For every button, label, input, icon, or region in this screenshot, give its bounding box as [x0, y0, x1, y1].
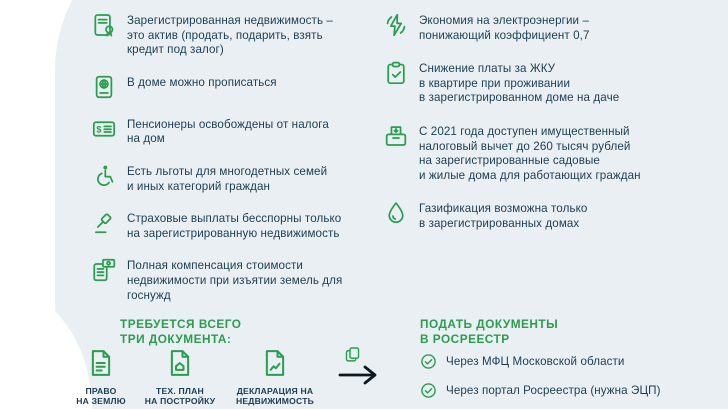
benefit-text: Снижение платы за ЖКУ в квартире при про… — [419, 62, 620, 105]
benefit-text: Страховые выплаты бесспорны только на за… — [127, 212, 342, 240]
document-item: ПРАВО НА ЗЕМЛЮ — [70, 348, 132, 406]
benefit-item: Газификация возможна только в зарегистри… — [383, 201, 699, 231]
benefits-column-right: Экономия на электроэнергии – понижающий … — [383, 13, 699, 250]
submit-heading: ПОДАТЬ ДОКУМЕНТЫ В РОСРЕЕСТР — [420, 317, 559, 346]
benefit-text: С 2021 года доступен имущественный налог… — [419, 124, 641, 182]
energy-saving-icon — [383, 12, 409, 38]
benefit-item: Страховые выплаты бесспорны только на за… — [91, 211, 379, 241]
declaration-document-icon — [260, 348, 290, 378]
check-circle-icon — [420, 353, 437, 370]
benefit-text: В доме можно прописаться — [127, 75, 277, 89]
benefits-column-left: Зарегистрированная недвижимость – это ак… — [91, 13, 379, 320]
tax-deduction-box-icon — [383, 123, 409, 149]
tax-exemption-icon: $ — [91, 116, 117, 142]
benefit-text: Экономия на электроэнергии – понижающий … — [419, 14, 590, 42]
copy-documents-icon — [344, 346, 361, 363]
benefit-text: Пенсионеры освобождены от налога на дом — [127, 117, 329, 146]
benefit-item: Экономия на электроэнергии – понижающий … — [383, 13, 699, 43]
check-circle-icon — [420, 382, 437, 399]
background-panel — [55, 0, 728, 409]
benefit-item: Есть льготы для многодетных семей и иных… — [91, 164, 379, 194]
benefit-text: Зарегистрированная недвижимость – это ак… — [127, 14, 333, 57]
documents-row: ПРАВО НА ЗЕМЛЮ ТЕХ. ПЛАН НА ПОСТРОЙКУ — [70, 348, 322, 406]
document-item: ДЕКЛАРАЦИЯ НА НЕДВИЖИМОСТЬ — [228, 348, 322, 406]
benefit-item: Полная компенсация стоимости недвижимост… — [91, 258, 379, 303]
submit-item: Через МФЦ Московской области — [420, 353, 661, 370]
svg-text:$: $ — [96, 124, 101, 134]
benefit-item: С 2021 года доступен имущественный налог… — [383, 124, 699, 183]
submit-item: Через портал Росреестра (нужна ЭЦП) — [420, 382, 661, 399]
accessibility-icon — [91, 163, 117, 189]
right-arrow-icon — [337, 364, 379, 386]
benefit-item: $ Пенсионеры освобождены от налога на до… — [91, 117, 379, 147]
tech-plan-document-icon — [165, 348, 195, 378]
document-label: ПРАВО НА ЗЕМЛЮ — [76, 386, 126, 407]
benefit-text: Газификация возможна только в зарегистри… — [419, 202, 588, 230]
compensation-icon — [91, 257, 117, 283]
documents-heading: ТРЕБУЕТСЯ ВСЕГО ТРИ ДОКУМЕНТА: — [120, 317, 242, 346]
submit-item-text: Через портал Росреестра (нужна ЭЦП) — [446, 384, 661, 397]
gavel-icon — [91, 210, 117, 236]
gas-drop-icon — [383, 200, 409, 226]
benefit-text: Есть льготы для многодетных семей и иных… — [127, 164, 328, 193]
document-label: ТЕХ. ПЛАН НА ПОСТРОЙКУ — [144, 386, 216, 407]
benefit-item: Снижение платы за ЖКУ в квартире при про… — [383, 61, 699, 106]
benefit-item: Зарегистрированная недвижимость – это ак… — [91, 13, 379, 58]
benefit-text: Полная компенсация стоимости недвижимост… — [127, 259, 343, 302]
utilities-clipboard-icon — [383, 60, 409, 86]
land-document-icon — [86, 348, 116, 378]
submit-items: Через МФЦ Московской области Через порта… — [420, 353, 661, 399]
document-label: ДЕКЛАРАЦИЯ НА НЕДВИЖИМОСТЬ — [235, 386, 315, 407]
passport-icon — [91, 74, 117, 100]
document-item: ТЕХ. ПЛАН НА ПОСТРОЙКУ — [140, 348, 220, 406]
certificate-icon — [91, 12, 117, 38]
benefit-item: В доме можно прописаться — [91, 75, 379, 100]
submit-item-text: Через МФЦ Московской области — [446, 355, 625, 368]
